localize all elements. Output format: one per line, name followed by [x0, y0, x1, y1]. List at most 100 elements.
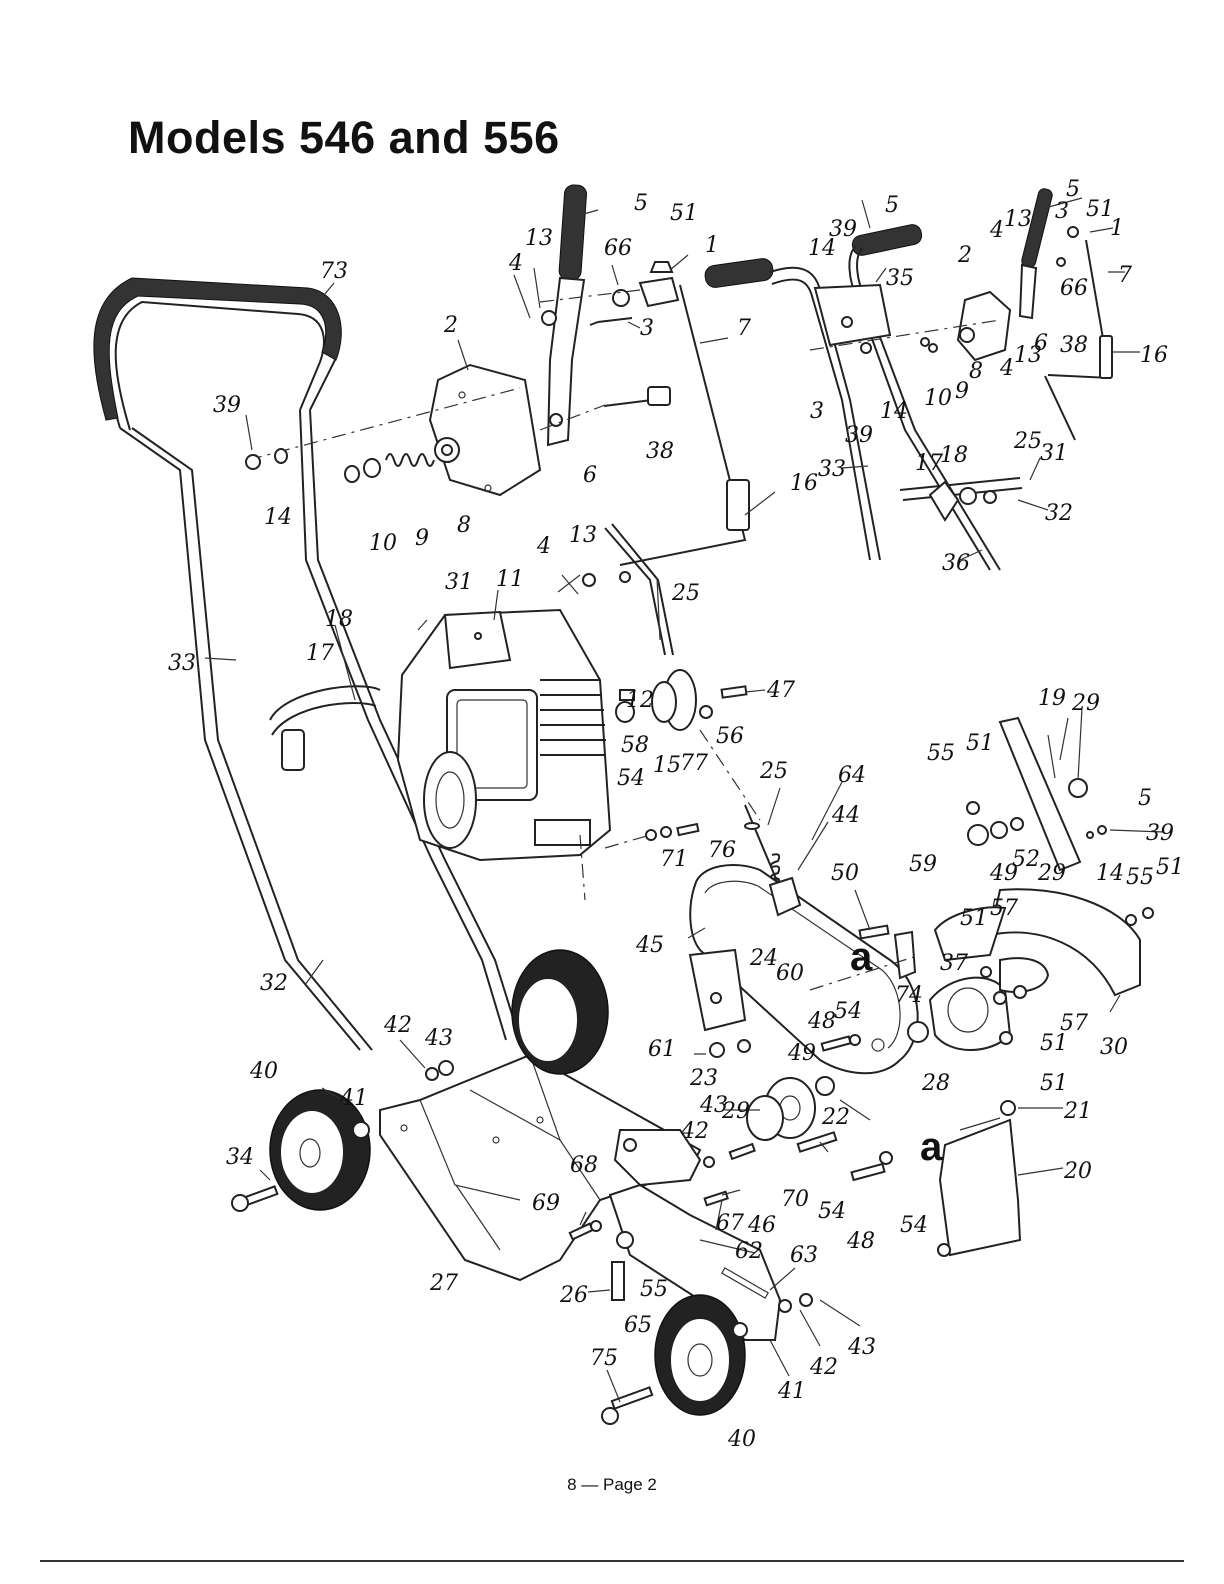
page-bottom-rule	[40, 1560, 1184, 1562]
engine-pulley	[604, 669, 761, 849]
part-label-18: 18	[325, 607, 353, 632]
part-label-13d: 13	[569, 523, 597, 548]
frame-deck	[379, 1053, 702, 1282]
part-label-32b: 32	[1045, 501, 1073, 526]
part-label-39b: 39	[829, 217, 857, 242]
control-handle-right	[704, 188, 1113, 571]
part-label-31b: 31	[1040, 441, 1068, 466]
part-label-65: 65	[624, 1313, 652, 1338]
part-label-71: 71	[660, 847, 688, 872]
part-label-10: 10	[369, 531, 397, 556]
part-label-51: 51	[670, 201, 698, 226]
part-label-43b: 43	[699, 1093, 728, 1118]
height-adjust-arm	[568, 1129, 813, 1341]
front-wheel	[601, 1294, 748, 1425]
part-label-48: 48	[807, 1009, 836, 1034]
part-label-4: 4	[508, 251, 523, 276]
belt-housing	[688, 864, 919, 1075]
rear-wheel	[231, 1060, 454, 1212]
idler-pulley	[728, 1034, 893, 1182]
part-label-51e: 51	[960, 906, 988, 931]
part-label-3: 3	[640, 316, 654, 341]
part-label-43c: 43	[847, 1335, 876, 1360]
deflector	[937, 1100, 1022, 1257]
part-label-12: 12	[626, 688, 654, 713]
part-label-10b: 10	[924, 386, 952, 411]
part-label-58: 58	[621, 733, 649, 758]
part-label-33: 33	[168, 651, 196, 676]
part-label-16b: 16	[1140, 343, 1168, 368]
part-label-22: 22	[821, 1105, 850, 1130]
part-label-7b: 7	[1118, 263, 1132, 288]
part-label-69: 69	[532, 1191, 560, 1216]
part-label-18b: 18	[940, 443, 968, 468]
part-label-32: 32	[260, 971, 288, 996]
part-label-48b: 48	[846, 1229, 875, 1254]
part-label-63: 63	[790, 1243, 818, 1268]
part-label-54c: 54	[818, 1199, 846, 1224]
drive-wheel	[511, 949, 609, 1075]
part-label-51d: 51	[1156, 855, 1184, 880]
part-label-16: 16	[790, 471, 818, 496]
part-label-33b: 33	[818, 457, 846, 482]
part-label-13: 13	[525, 226, 553, 251]
part-label-67: 67	[716, 1211, 744, 1236]
part-label-27: 27	[429, 1271, 458, 1296]
engine	[396, 608, 612, 901]
part-label-61: 61	[648, 1037, 676, 1062]
part-label-21: 21	[1063, 1099, 1092, 1124]
part-label-25b: 25	[759, 759, 788, 784]
part-label-54d: 54	[900, 1213, 928, 1238]
part-label-66: 66	[604, 236, 632, 261]
part-label-51b: 51	[1086, 197, 1114, 222]
part-label-7: 7	[737, 316, 751, 341]
part-label-13b: 13	[1004, 207, 1032, 232]
part-label-8: 8	[457, 513, 471, 538]
leader-lines	[204, 197, 1165, 1403]
part-label-19: 19	[1038, 686, 1066, 711]
part-label-6: 6	[583, 463, 597, 488]
part-label-38: 38	[646, 439, 674, 464]
part-label-30: 30	[1100, 1035, 1128, 1060]
part-label-51c: 51	[966, 731, 994, 756]
part-label-15: 15	[653, 753, 681, 778]
control-lever-left	[541, 184, 750, 566]
part-label-35: 35	[886, 266, 914, 291]
part-label-4c: 4	[999, 356, 1014, 381]
part-label-43: 43	[424, 1026, 453, 1051]
part-label-5: 5	[634, 191, 648, 216]
part-label-3b: 3	[810, 399, 824, 424]
part-label-5c: 5	[1066, 177, 1080, 202]
part-label-14c: 14	[880, 399, 908, 424]
part-label-14d: 14	[1096, 861, 1124, 886]
part-label-73: 73	[320, 259, 348, 284]
part-label-25c: 25	[1013, 429, 1042, 454]
part-label-41: 41	[339, 1086, 368, 1111]
part-label-25: 25	[671, 581, 700, 606]
part-label-54: 54	[617, 766, 645, 791]
part-label-55c: 55	[640, 1277, 668, 1302]
part-label-75: 75	[590, 1346, 618, 1371]
handle-grip	[93, 277, 342, 421]
page-footer: 8 — Page 2	[567, 1475, 657, 1494]
part-label-76: 76	[708, 838, 736, 863]
part-number-labels: 1 1 2 2 3 3 3 4 4 4 4 5 5 5 5 6 6 7 7 8 …	[168, 177, 1184, 1452]
part-label-41b: 41	[777, 1379, 806, 1404]
part-label-31: 31	[445, 570, 473, 595]
part-label-23: 23	[689, 1066, 718, 1091]
part-label-9b: 9	[955, 379, 969, 404]
part-label-6b: 6	[1034, 331, 1048, 356]
part-label-5b: 5	[885, 193, 899, 218]
part-label-11: 11	[496, 567, 524, 592]
part-label-56: 56	[716, 724, 744, 749]
part-label-9: 9	[415, 526, 429, 551]
part-label-1b: 1	[705, 233, 719, 258]
part-label-42: 42	[383, 1013, 412, 1038]
part-label-57b: 57	[1060, 1011, 1088, 1036]
part-label-77: 77	[680, 751, 708, 776]
part-label-13c: 13	[1014, 343, 1042, 368]
part-label-8b: 8	[969, 359, 983, 384]
part-label-66b: 66	[1060, 276, 1088, 301]
lever-housing-plate	[245, 289, 641, 497]
